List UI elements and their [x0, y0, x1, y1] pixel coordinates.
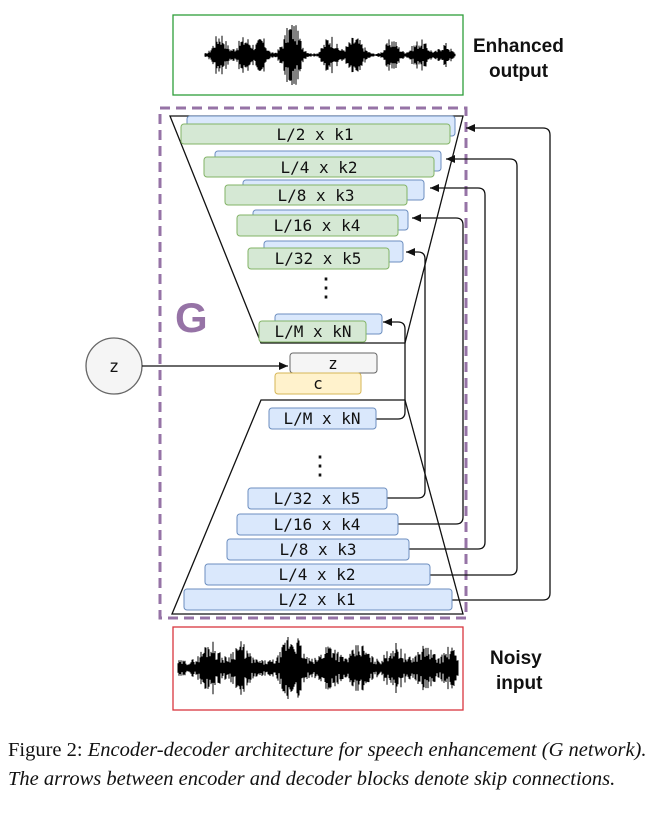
encoder-green-block-6 — [258, 320, 367, 343]
enhanced-waveform — [204, 25, 456, 85]
encoder-block-label-2: L/4 x k2 — [280, 158, 357, 177]
decoder-trapezoid — [171, 399, 464, 615]
decoder-block-3 — [226, 538, 410, 561]
skip-arrow-2 — [430, 155, 518, 576]
skip-arrow-6 — [376, 318, 406, 420]
caption-prefix: Figure 2: — [8, 739, 83, 761]
generator-boundary — [158, 106, 468, 620]
decoder-block-4 — [236, 513, 399, 536]
encoder-green-block-5 — [247, 247, 390, 270]
decoder-block-label-1: L/2 x k1 — [278, 590, 355, 609]
decoder-block-label-6: L/M x kN — [283, 409, 360, 428]
skip-connections — [376, 124, 551, 601]
decoder-block-2 — [204, 563, 431, 586]
skip-arrow-4 — [398, 214, 464, 525]
encoder-ellipsis: ⋮ — [313, 273, 339, 303]
decoder-block-label-5: L/32 x k5 — [274, 489, 361, 508]
encoder-block-label-6: L/M x kN — [274, 322, 351, 341]
z-block-label: z — [328, 354, 338, 373]
decoder-block-label-4: L/16 x k4 — [274, 515, 361, 534]
figure-caption: Figure 2: Encoder-decoder architecture f… — [8, 736, 660, 794]
input-label: input — [496, 673, 543, 694]
enhanced-output-panel — [172, 14, 464, 96]
encoder-green-block-1 — [180, 123, 451, 145]
encoder-green-block-3 — [224, 184, 408, 206]
decoder-block-1 — [183, 588, 453, 611]
encoder-stack: L/2 x k1 L/4 x k2 L/8 x k3 L/16 x k4 L/3… — [180, 115, 456, 343]
decoder-stack: L/M x kN ⋮ L/32 x k5 L/16 x k4 L/8 x k3 … — [183, 407, 453, 611]
skip-arrow-5 — [387, 248, 426, 499]
output-label: output — [489, 61, 549, 82]
decoder-block-5 — [247, 487, 388, 510]
decoder-block-label-3: L/8 x k3 — [279, 540, 356, 559]
encoder-block-label-3: L/8 x k3 — [277, 186, 354, 205]
decoder-block-label-2: L/4 x k2 — [278, 565, 355, 584]
skip-arrow-3 — [409, 184, 486, 550]
noisy-input-panel — [172, 626, 464, 711]
caption-text: Encoder-decoder architecture for speech … — [8, 739, 647, 790]
encoder-green-block-2 — [203, 156, 435, 178]
encoder-block-label-1: L/2 x k1 — [276, 125, 353, 144]
noisy-waveform — [177, 637, 459, 699]
encoder-block-label-5: L/32 x k5 — [275, 249, 362, 268]
encoder-green-block-4 — [236, 214, 399, 237]
skip-arrow-1 — [452, 124, 551, 601]
c-block — [274, 372, 362, 395]
decoder-block-6 — [268, 407, 377, 430]
enhanced-label: Enhanced — [473, 36, 564, 57]
c-block-label: c — [313, 374, 323, 393]
decoder-ellipsis: ⋮ — [307, 451, 333, 481]
encoder-block-label-4: L/16 x k4 — [274, 216, 361, 235]
generator-label: G — [175, 294, 208, 341]
noisy-label: Noisy — [490, 648, 542, 669]
noise-z-label: z — [109, 357, 119, 377]
